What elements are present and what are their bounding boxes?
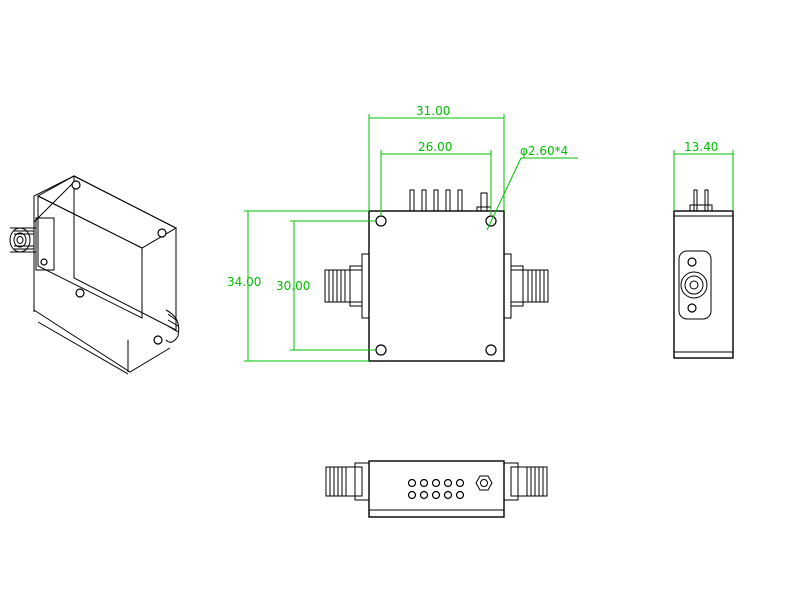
top-sma-connector-right [503, 462, 548, 501]
top-view [325, 460, 548, 518]
iso-sma-connector-left [9, 227, 36, 253]
dim-depth: 13.40 [673, 140, 734, 211]
side-view: 13.40 [673, 140, 734, 359]
sma-connector-left [324, 265, 363, 307]
dim-overall-width-label: 31.00 [416, 104, 450, 118]
iso-sma-connector-right [165, 309, 180, 343]
dim-hole-callout-label: φ2.60*4 [520, 144, 568, 158]
top-feedthrough-nut [475, 475, 493, 491]
dim-overall-height-label: 34.00 [227, 275, 261, 289]
dim-hole-callout: φ2.60*4 [486, 144, 578, 231]
dim-overall-height: 34.00 [227, 210, 369, 362]
dim-overall-width: 31.00 [368, 104, 505, 211]
dim-hole-spacing-width-label: 26.00 [418, 140, 452, 154]
dim-hole-spacing-width: 26.00 [380, 140, 492, 216]
dim-depth-label: 13.40 [684, 140, 718, 154]
dim-hole-spacing-height: 30.00 [276, 220, 376, 351]
pins-top [409, 189, 492, 212]
sma-connector-right [510, 265, 549, 307]
top-sma-connector-left [325, 462, 370, 501]
side-sma-flange [678, 250, 712, 320]
top-pin-holes [407, 478, 465, 500]
front-view: 31.00 26.00 φ2.60*4 34.00 30.00 [227, 104, 578, 362]
isometric-view [9, 175, 180, 375]
dim-hole-spacing-height-label: 30.00 [276, 279, 310, 293]
mount-hole-bl [375, 344, 387, 356]
mount-hole-tl [375, 215, 387, 227]
mount-hole-br [485, 344, 497, 356]
